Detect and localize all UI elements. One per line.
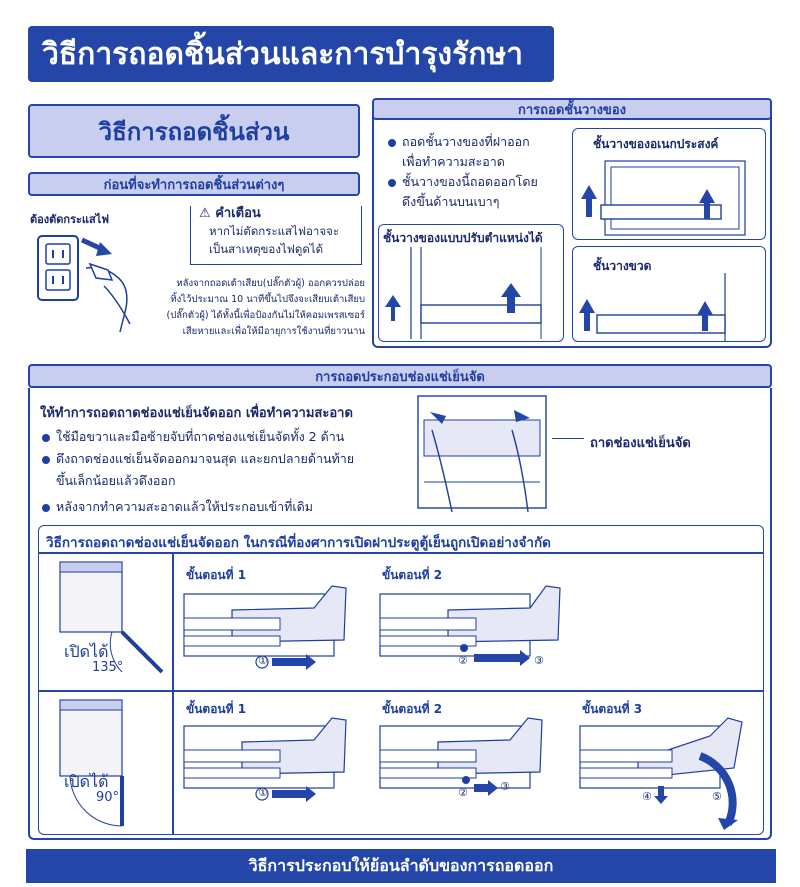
row1-step1-illustration [182, 584, 362, 680]
row2-step3-illustration [578, 716, 758, 832]
chiller-instructions: ใช้มือขวาและมือซ้ายจับที่ถาดช่องแช่เย็นจ… [42, 426, 412, 518]
before-removal-bar: ก่อนที่จะทำการถอดชิ้นส่วนต่างๆ [28, 172, 360, 196]
tray-pointer-line [552, 438, 584, 439]
adjustable-shelf-box: ชั้นวางของแบบปรับตำแหน่งได้ [378, 224, 564, 342]
adjustable-shelf-label: ชั้นวางของแบบปรับตำแหน่งได้ [383, 231, 543, 245]
note-line-4: เสียหายและเพื่อให้มีอายุการใช้งานที่ยาวน… [182, 326, 365, 337]
row2-step3-number-b: ⑤ [712, 790, 722, 803]
unplug-note: หลังจากถอดเต้าเสียบ(ปลั๊กตัวผู้) ออกควรป… [150, 276, 365, 340]
open-label-135: เปิดได้ [64, 642, 109, 661]
warning-text-1: หากไม่ตัดกระแสไฟอาจจะ [209, 224, 339, 238]
door-135-illustration [50, 560, 168, 684]
shelf-bullet-1-cont: เพื่อทำความสะอาด [402, 154, 505, 169]
page-title: วิธีการถอดชิ้นส่วนและการบำรุงรักษา [28, 26, 554, 82]
row1-step2-number-a: ② [458, 654, 468, 667]
warning-icon: ⚠ [199, 206, 211, 221]
limited-divider [38, 552, 764, 554]
shelf-bullet-2: ชั้นวางของนี้ถอดออกโดย [402, 174, 538, 189]
angle-135: 135° [92, 660, 124, 675]
chiller-heading: ให้ทำการถอดถาดช่องแช่เย็นจัดออก เพื่อทำค… [40, 406, 353, 421]
tray-label: ถาดช่องแช่เย็นจัด [590, 436, 691, 451]
shelf-instructions: ถอดชั้นวางของที่ฝาออก เพื่อทำความสะอาด ช… [388, 132, 568, 212]
shelf-bar: การถอดชั้นวางของ [372, 98, 772, 120]
angle-90: 90° [96, 790, 120, 805]
bullet-icon [42, 433, 50, 442]
row2-step3-number-a: ④ [642, 790, 652, 803]
chiller-bullet-2: ดึงถาดช่องแช่เย็นจัดออกมาจนสุด และยกปลาย… [56, 451, 355, 466]
bottle-shelf-label: ชั้นวางขวด [593, 259, 652, 273]
chiller-bullet-3: หลังจากทำความสะอาดแล้วให้ประกอบเข้าที่เด… [56, 499, 313, 514]
open-label-90: เปิดได้ [64, 772, 109, 791]
multipurpose-shelf-label: ชั้นวางของอเนกประสงค์ [593, 137, 719, 151]
chiller-bar: การถอดประกอบช่องแช่เย็นจัด [28, 364, 772, 388]
assembly-footer: วิธีการประกอบให้ย้อนลำดับของการถอดออก [26, 849, 776, 883]
outlet-illustration [34, 228, 154, 338]
note-line-2: ทิ้งไว้ประมาณ 10 นาทีขึ้นไปจึงจะเสียบเต้… [170, 294, 365, 305]
row1-step2-number-b: ③ [534, 654, 544, 667]
limited-opening-panel [38, 525, 764, 835]
bottle-shelf-box: ชั้นวางขวด [572, 246, 766, 342]
removal-title: วิธีการถอดชิ้นส่วน [28, 104, 360, 158]
multipurpose-shelf-box: ชั้นวางของอเนกประสงค์ [572, 128, 766, 240]
row2-step1-number: ① [258, 786, 268, 799]
door-90-illustration [50, 698, 168, 828]
bullet-icon [42, 455, 50, 464]
bullet-icon [388, 138, 396, 147]
note-line-3: (ปลั๊กตัวผู้) ได้ทั้งนี้เพื่อป้องกันไม่ใ… [166, 310, 365, 321]
warning-text-2: เป็นสาเหตุของไฟดูดได้ [209, 242, 324, 256]
bullet-icon [42, 503, 50, 512]
row2-step1-illustration [182, 716, 362, 812]
bullet-icon [388, 178, 396, 187]
shelf-bullet-1: ถอดชั้นวางของที่ฝาออก [402, 134, 530, 149]
chiller-bullet-1: ใช้มือขวาและมือซ้ายจับที่ถาดช่องแช่เย็นจ… [56, 429, 345, 444]
limited-row-divider [38, 690, 764, 692]
row1-step1-label: ขั้นตอนที่ 1 [186, 568, 247, 582]
row2-step1-label: ขั้นตอนที่ 1 [186, 702, 247, 716]
chiller-bullet-2-cont: ขึ้นเล็กน้อยแล้วดึงออก [56, 473, 176, 488]
row2-step2-label: ขั้นตอนที่ 2 [382, 702, 443, 716]
warning-box: ⚠ คำเตือน หากไม่ตัดกระแสไฟอาจจะ เป็นสาเห… [190, 202, 362, 265]
row1-step2-label: ขั้นตอนที่ 2 [382, 568, 443, 582]
warning-title: คำเตือน [215, 206, 261, 221]
row2-step2-number-a: ② [458, 786, 468, 799]
note-line-1: หลังจากถอดเต้าเสียบ(ปลั๊กตัวผู้) ออกควรป… [176, 278, 365, 289]
limited-heading: วิธีการถอดถาดช่องแช่เย็นจัดออก ในกรณีที่… [46, 535, 551, 551]
warning-heading: ⚠ คำเตือน [195, 202, 265, 223]
row1-step2-illustration [378, 584, 568, 680]
row2-step2-illustration [378, 716, 558, 812]
row1-step1-number: ① [258, 654, 268, 667]
unplug-label: ต้องตัดกระแสไฟ [30, 213, 110, 226]
row2-step3-label: ขั้นตอนที่ 3 [582, 702, 643, 716]
chiller-tray-illustration [412, 394, 552, 514]
limited-col-divider [172, 552, 174, 835]
row2-step2-number-b: ③ [500, 780, 510, 793]
shelf-bullet-2-cont: ดึงขึ้นด้านบนเบาๆ [402, 194, 500, 209]
